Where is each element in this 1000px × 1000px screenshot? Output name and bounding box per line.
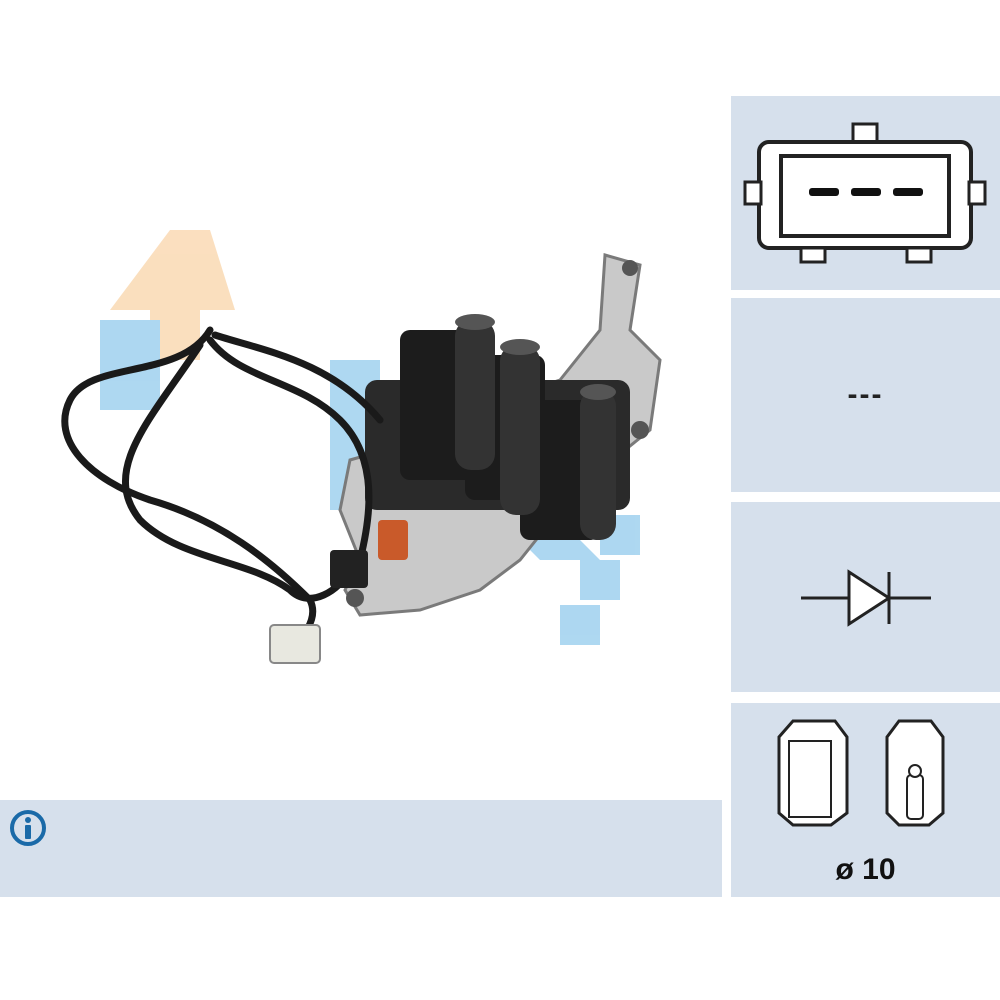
three-pin-connector-icon	[743, 122, 987, 264]
diode-symbol-icon	[801, 569, 931, 627]
diode-panel	[731, 502, 1000, 692]
pins-value: ---	[847, 378, 884, 411]
info-icon[interactable]	[8, 808, 48, 848]
terminal-diameter: ø 10	[835, 853, 896, 886]
white-connector-plug	[269, 624, 321, 664]
spark-plug-terminal-icon	[777, 719, 945, 827]
ignition-coil-illustration	[61, 230, 662, 664]
coil-body	[365, 314, 630, 560]
info-bar	[0, 800, 722, 897]
product-image	[61, 230, 662, 664]
wiring-harness	[61, 326, 384, 654]
pins-panel: ---	[731, 298, 1000, 492]
black-connector-plug	[330, 550, 368, 588]
connector-panel	[731, 96, 1000, 290]
terminal-panel: ø 10	[731, 703, 1000, 897]
